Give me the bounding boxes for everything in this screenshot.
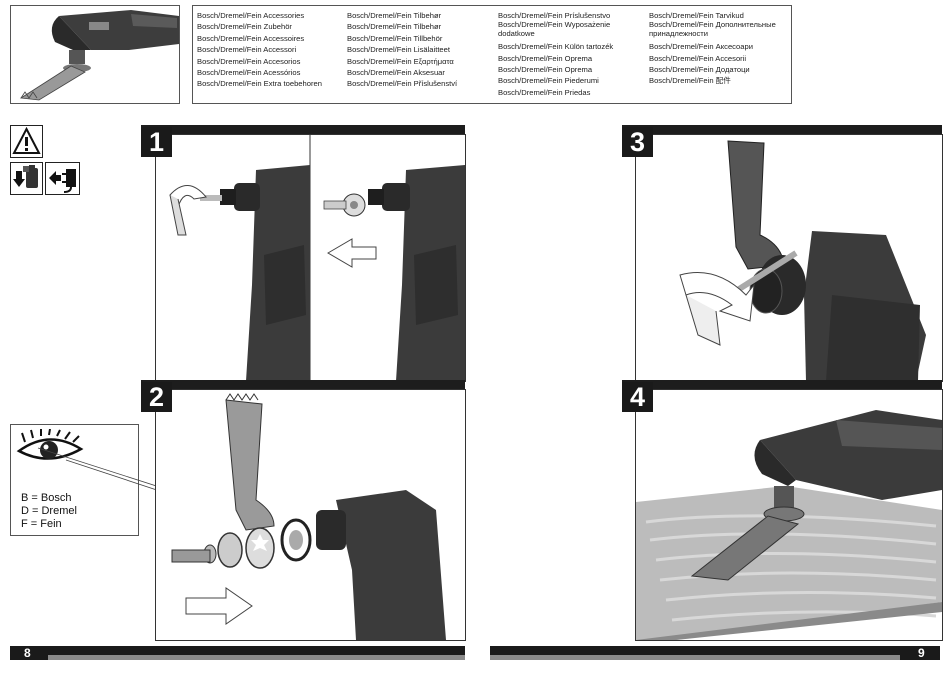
- accessory-label: Bosch/Dremel/Fein Priedas: [498, 87, 591, 97]
- accessory-label: Bosch/Dremel/Fein Аксесоари: [649, 42, 753, 52]
- legend-fein: F = Fein: [21, 518, 62, 530]
- book-icon: [23, 166, 29, 172]
- accessory-label: Bosch/Dremel/Fein Oprema: [498, 53, 593, 63]
- step-1-bar: [141, 125, 465, 134]
- accessories-column-3: Bosch/Dremel/Fein Príslušenstvo Bosch/Dr…: [498, 10, 638, 98]
- accessory-label: Bosch/Dremel/Fein Oprema: [498, 65, 593, 75]
- unplug-icon: [45, 162, 80, 195]
- left-footer-accent: [48, 655, 465, 660]
- page-number-right: 9: [918, 646, 925, 660]
- accessory-label: Bosch/Dremel/Fein Extra toebehoren: [197, 79, 322, 89]
- accessory-label: Bosch/Dremel/Fein Accesorios: [197, 56, 301, 66]
- accessory-label: Bosch/Dremel/Fein Külön tartozék: [498, 42, 614, 52]
- accessory-label: Bosch/Dremel/Fein Accessori: [197, 45, 297, 55]
- accessory-label: Bosch/Dremel/Fein Piederumi: [498, 76, 599, 86]
- step-2-bar: [141, 380, 465, 389]
- step-number: 3: [622, 127, 653, 157]
- step-number: 4: [622, 382, 653, 412]
- warning-triangle-icon: [10, 125, 43, 158]
- right-footer-accent: [490, 655, 900, 660]
- accessory-label: Bosch/Dremel/Fein Tillbehör: [347, 33, 443, 43]
- accessory-label: Bosch/Dremel/Fein Acessórios: [197, 68, 301, 78]
- step-1-panel: [155, 134, 466, 382]
- accessories-column-4: Bosch/Dremel/Fein Tarvikud Bosch/Dremel/…: [649, 10, 785, 87]
- accessories-table: Bosch/Dremel/Fein Accessories Bosch/Drem…: [192, 5, 792, 104]
- accessory-label: Bosch/Dremel/Fein Tarvikud: [649, 11, 744, 20]
- eye-icon: [16, 429, 84, 460]
- step-4-panel: [635, 389, 943, 641]
- accessory-label: Bosch/Dremel/Fein Príslušenstvo: [498, 11, 611, 20]
- step-3-bar: [622, 125, 942, 134]
- accessory-label: Bosch/Dremel/Fein Příslušenství: [347, 79, 458, 89]
- accessory-label: Bosch/Dremel/Fein Εξαρτήματα: [347, 56, 454, 66]
- accessory-label: Bosch/Dremel/Fein Accesorii: [649, 53, 747, 63]
- blade-marking-legend: B = Bosch D = Dremel F = Fein: [10, 424, 139, 536]
- accessory-label: Bosch/Dremel/Fein Lisälaitteet: [347, 45, 450, 55]
- page-number-left: 8: [24, 646, 31, 660]
- battery-remove-icon: [10, 162, 43, 195]
- step-3-panel: [635, 134, 943, 382]
- legend-bosch: B = Bosch: [21, 492, 72, 504]
- accessory-label: Bosch/Dremel/Fein 配件: [649, 76, 731, 86]
- step-number: 1: [141, 127, 172, 157]
- step-2-panel: [155, 389, 466, 641]
- step-4-bar: [622, 380, 942, 389]
- tool-thumbnail: [10, 5, 180, 104]
- accessories-column-2: Bosch/Dremel/Fein Tilbehør Bosch/Dremel/…: [347, 10, 493, 90]
- accessory-label: Bosch/Dremel/Fein Додатоци: [649, 65, 750, 75]
- accessory-label: Bosch/Dremel/Fein Tilbehør: [347, 22, 442, 32]
- accessory-label: Bosch/Dremel/Fein Accessories: [197, 11, 305, 20]
- accessory-label: Bosch/Dremel/Fein Tilbehør: [347, 11, 442, 20]
- step-number: 2: [141, 382, 172, 412]
- accessory-label: Bosch/Dremel/Fein Aksesuar: [347, 68, 445, 78]
- accessories-column-1: Bosch/Dremel/Fein Accessories Bosch/Drem…: [197, 10, 343, 90]
- accessory-label: Bosch/Dremel/Fein Accessoires: [197, 33, 305, 43]
- accessory-label: Bosch/Dremel/Fein Zubehör: [197, 22, 292, 32]
- accessory-label: Bosch/Dremel/Fein Wyposażenie dodatkowe: [498, 20, 611, 38]
- legend-dremel: D = Dremel: [21, 505, 77, 517]
- accessory-label: Bosch/Dremel/Fein Дополнительные принадл…: [649, 20, 776, 38]
